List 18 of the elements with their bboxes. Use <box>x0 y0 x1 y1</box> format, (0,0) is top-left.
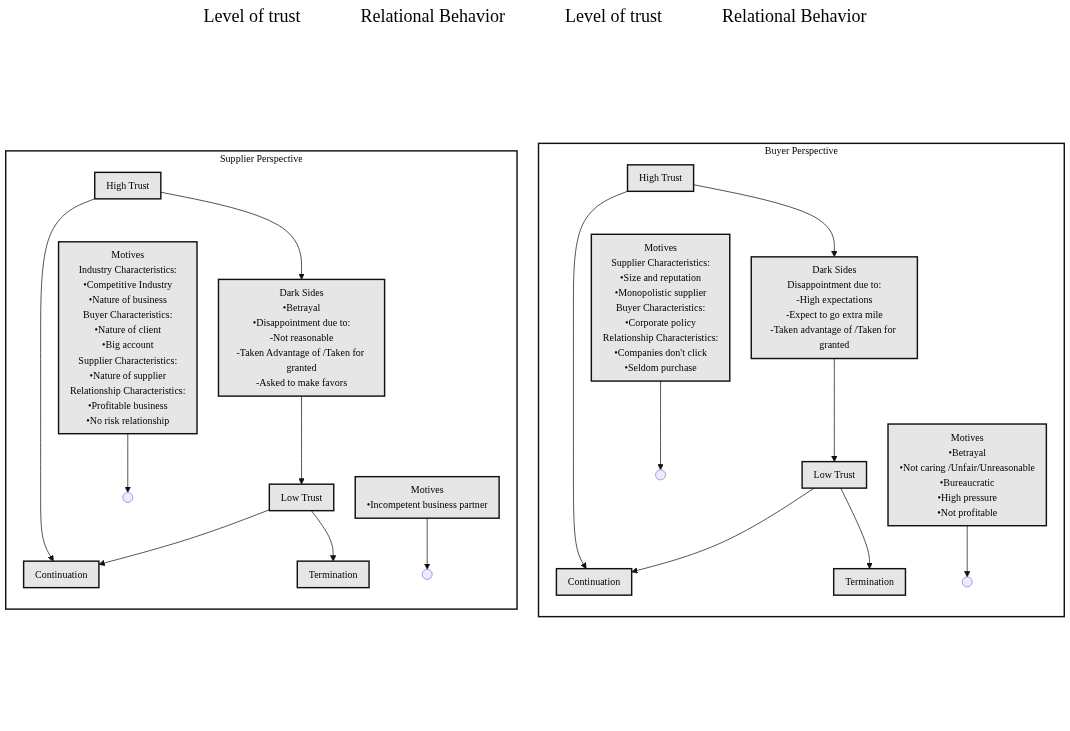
node-box: Continuation <box>555 567 633 596</box>
node-box: Motives •Betrayal •Not caring /Unfair/Unreasonable •Bureaucratic •High pressure •Not profitable <box>887 423 1048 527</box>
node-box: Low Trust <box>801 460 868 489</box>
column-heading: Level of trust <box>203 6 301 27</box>
node-box: High Trust <box>626 164 695 193</box>
node-box: Low Trust <box>268 483 335 512</box>
node-box: Motives Industry Characteristics: •Competitive Industry •Nature of business Buyer Characteristics: •Nature of client •Big account Supplier Characteristics: •Nature of supplier Relationship Characteristics: •Profitable business •No risk relationship <box>57 241 198 435</box>
node-box: Dark Sides Disappointment due to: -High expectations -Expect to go extra mile -Taken advantage of /Taken for granted <box>750 256 919 360</box>
node-box: Termination <box>832 567 907 596</box>
node-box: Motives •Incompetent business partner <box>354 475 500 519</box>
column-heading: Relational Behavior <box>722 6 867 27</box>
column-heading: Level of trust <box>565 6 662 27</box>
node-box: Dark Sides •Betrayal •Disappointment due to: -Not reasonable -Taken Advantage of /Taken for granted -Asked to make favors <box>217 278 386 397</box>
node-box: Motives Supplier Characteristics: •Size and reputation •Monopolistic supplier Buyer Characteristics: •Corporate policy Relationship Characteristics: •Companies don't click •Seldom purchase <box>590 233 731 382</box>
node-box: High Trust <box>94 171 162 200</box>
node-box: Continuation <box>22 560 100 589</box>
node-box: Termination <box>296 560 370 589</box>
column-heading: Relational Behavior <box>360 6 505 27</box>
